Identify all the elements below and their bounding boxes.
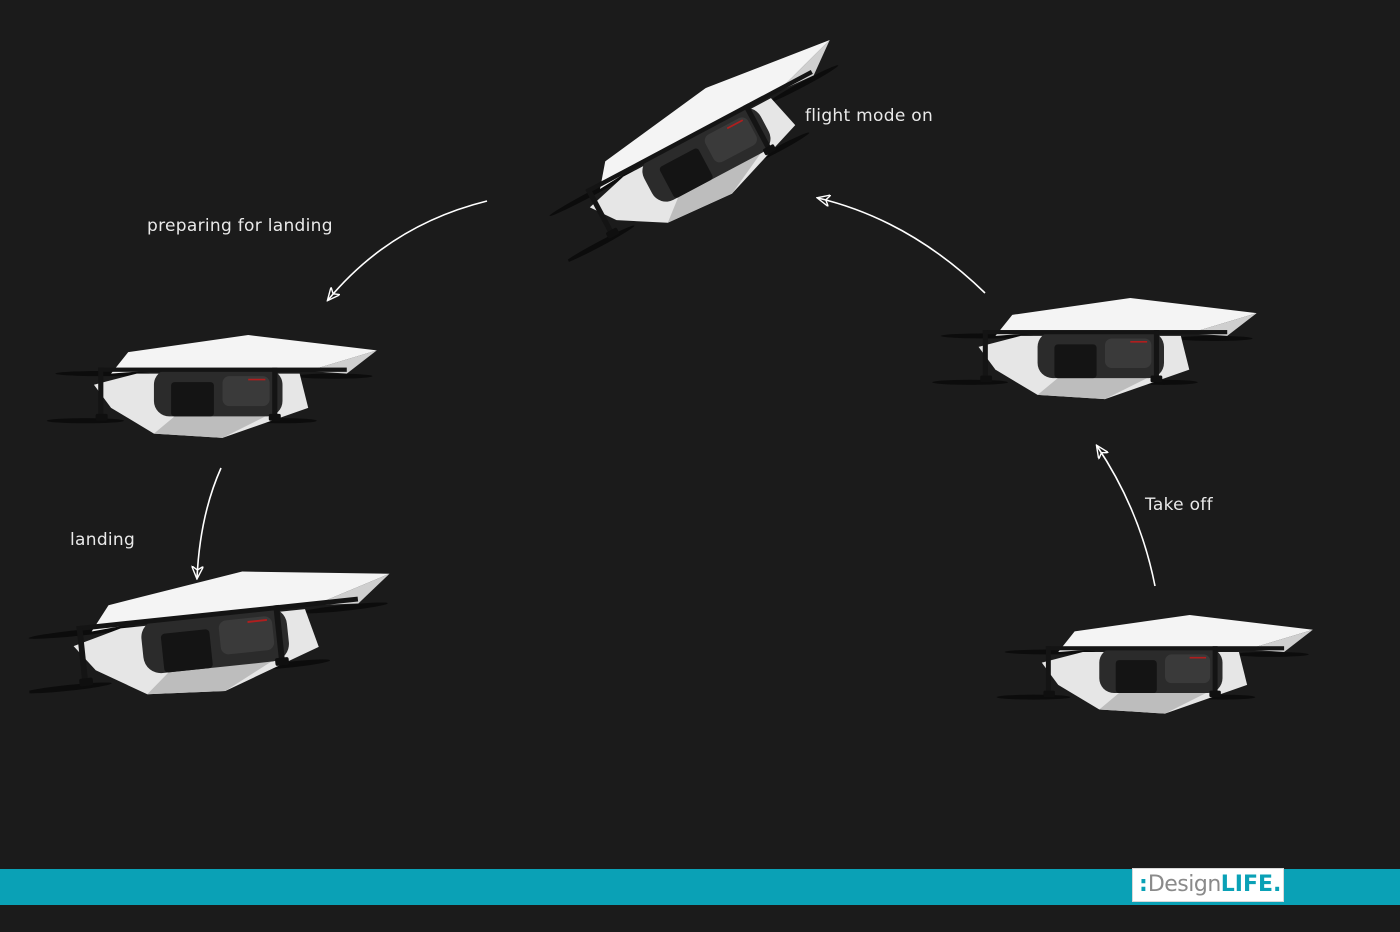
logo-colon: :: [1139, 872, 1148, 897]
drone-preparing-landing: [47, 335, 377, 438]
drone-hovering: [932, 298, 1257, 399]
label-preparing-landing: preparing for landing: [147, 216, 333, 236]
logo-life-text: LIFE: [1221, 872, 1273, 897]
arrow-to-landing: [197, 468, 221, 578]
logo-design-text: Design: [1148, 872, 1221, 897]
drone-take-off: [997, 615, 1313, 714]
label-flight-mode: flight mode on: [805, 106, 933, 126]
label-take-off: Take off: [1145, 495, 1213, 515]
arrow-take-off: [1097, 446, 1155, 586]
drone-flight-mode: [523, 26, 872, 278]
drone-landing: [14, 556, 400, 712]
logo-dot: .: [1273, 872, 1281, 897]
designlife-logo: :DesignLIFE.: [1132, 868, 1284, 902]
label-landing: landing: [70, 530, 135, 550]
arrow-to-flight-mode: [818, 198, 985, 293]
arrow-to-preparing: [328, 201, 487, 300]
